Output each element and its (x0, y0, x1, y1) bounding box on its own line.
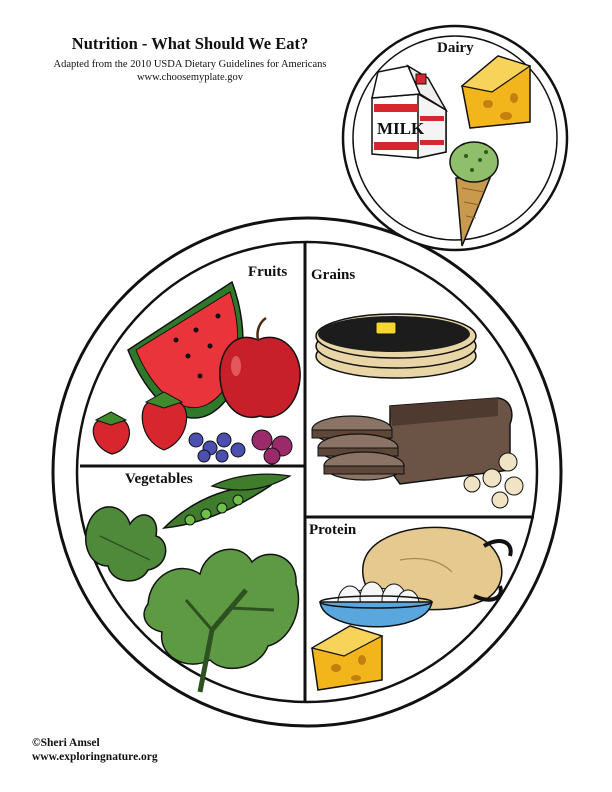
milk-carton-icon: MILK (371, 64, 449, 159)
source-url: www.choosemyplate.gov (136, 72, 244, 83)
raspberries-icon (251, 429, 293, 465)
page-footer: ©Sheri Amsel www.exploringnature.org (32, 736, 158, 764)
bread-loaf-icon (311, 397, 513, 485)
egg-bowl-icon (319, 581, 433, 628)
label-fruits: Fruits (248, 264, 287, 280)
pancakes-icon (315, 313, 477, 379)
watermelon-icon (127, 280, 244, 419)
blueberries-icon (188, 432, 246, 463)
label-protein: Protein (309, 522, 357, 538)
copyright-text: ©Sheri Amsel (32, 737, 100, 749)
milk-label: MILK (377, 119, 425, 138)
strawberry-icon (92, 391, 188, 455)
page-title: Nutrition - What Should We Eat? (71, 34, 309, 53)
footer-website: www.exploringnature.org (32, 751, 158, 763)
kale-icon (143, 548, 300, 693)
cheese-icon (460, 55, 532, 129)
ice-cream-cone-icon (449, 141, 499, 247)
leafy-greens-icon (85, 506, 167, 582)
label-grains: Grains (311, 267, 355, 283)
label-vegetables: Vegetables (125, 471, 193, 487)
label-dairy: Dairy (437, 40, 474, 56)
cereal-pieces-icon (463, 452, 524, 509)
cheese-wedge-icon (310, 625, 384, 691)
page-header: Nutrition - What Should We Eat? Adapted … (20, 34, 360, 84)
subtitle-line: Adapted from the 2010 USDA Dietary Guide… (53, 59, 327, 70)
pea-pod-icon (161, 473, 292, 529)
page-subtitle: Adapted from the 2010 USDA Dietary Guide… (20, 58, 360, 84)
apple-icon (219, 316, 301, 419)
